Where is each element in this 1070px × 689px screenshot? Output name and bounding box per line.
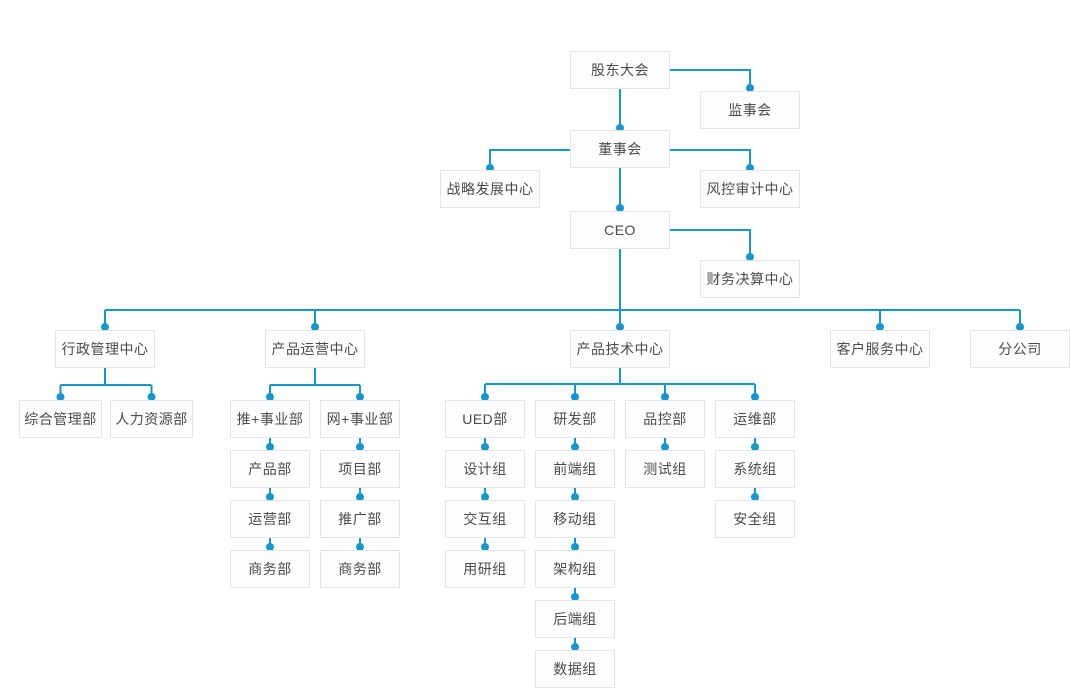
org-node-risk-audit-center[interactable]: 风控审计中心 [700,170,800,208]
org-node-frontend-team[interactable]: 前端组 [535,450,615,488]
org-node-design-team[interactable]: 设计组 [445,450,525,488]
org-node-wang-plus-business-dept[interactable]: 网+事业部 [320,400,400,438]
org-node-promotion-dept[interactable]: 推广部 [320,500,400,538]
org-node-supervisory-board[interactable]: 监事会 [700,91,800,129]
connector-product-tech-children [481,368,759,401]
org-node-product-dept[interactable]: 产品部 [230,450,310,488]
org-node-ued-dept[interactable]: UED部 [445,400,525,438]
org-node-data-team[interactable]: 数据组 [535,650,615,688]
org-node-board-of-directors[interactable]: 董事会 [570,130,670,168]
org-node-product-tech-center[interactable]: 产品技术中心 [570,330,670,368]
connector-admin-center-children [56,368,156,401]
org-node-admin-management-center[interactable]: 行政管理中心 [55,330,155,368]
org-node-interaction-team[interactable]: 交互组 [445,500,525,538]
org-node-finance-settlement-center[interactable]: 财务决算中心 [700,260,800,298]
org-node-shareholders-meeting[interactable]: 股东大会 [570,51,670,89]
connector-product-operation-children [266,368,364,401]
org-node-business-dept-a[interactable]: 商务部 [230,550,310,588]
org-node-backend-team[interactable]: 后端组 [535,600,615,638]
connector-board-to-ceo [616,168,624,212]
org-node-project-dept[interactable]: 项目部 [320,450,400,488]
org-node-operation-dept[interactable]: 运营部 [230,500,310,538]
org-node-hr-dept[interactable]: 人力资源部 [110,400,193,438]
org-node-general-management-dept[interactable]: 综合管理部 [19,400,102,438]
org-node-product-operation-center[interactable]: 产品运营中心 [265,330,365,368]
connector-board-to-strategy [486,149,570,172]
connector-shareholders-to-board [616,89,624,132]
org-node-quality-control-dept[interactable]: 品控部 [625,400,705,438]
org-node-customer-service-center[interactable]: 客户服务中心 [830,330,930,368]
org-node-strategy-development-center[interactable]: 战略发展中心 [440,170,540,208]
org-node-testing-team[interactable]: 测试组 [625,450,705,488]
org-node-mobile-team[interactable]: 移动组 [535,500,615,538]
org-node-branch-company[interactable]: 分公司 [970,330,1070,368]
org-node-tui-plus-business-dept[interactable]: 推+事业部 [230,400,310,438]
org-node-ceo[interactable]: CEO [570,211,670,249]
org-node-rnd-dept[interactable]: 研发部 [535,400,615,438]
org-node-user-research-team[interactable]: 用研组 [445,550,525,588]
org-node-security-team[interactable]: 安全组 [715,500,795,538]
connector-ceo-to-finance [670,229,754,261]
org-node-architecture-team[interactable]: 架构组 [535,550,615,588]
org-node-system-team[interactable]: 系统组 [715,450,795,488]
connector-board-to-risk-audit [670,149,754,172]
org-node-ops-dept[interactable]: 运维部 [715,400,795,438]
connector-vertical-chains [266,438,759,651]
connector-ceo-to-centers [101,249,1024,331]
connector-shareholders-to-supervisory [670,69,754,92]
org-node-business-dept-b[interactable]: 商务部 [320,550,400,588]
